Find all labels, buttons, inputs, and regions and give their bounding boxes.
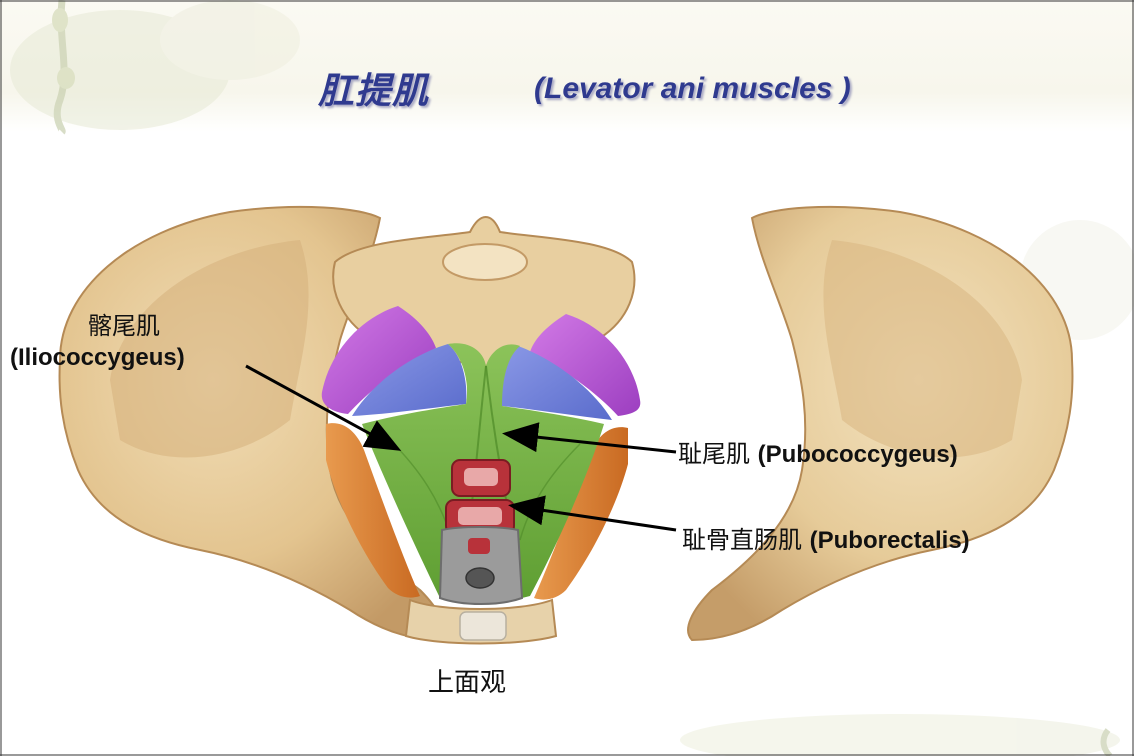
title-english: (Levator ani muscles )	[534, 72, 851, 105]
puborectalis-label-en: (Puborectalis)	[809, 527, 970, 554]
rectum-upper-lumen	[464, 468, 498, 486]
stem-decor	[1100, 728, 1113, 756]
iliococcygeus-arrow	[245, 364, 402, 451]
pubococcygeus-label: 耻尾肌 (Pubococcygeus)	[678, 434, 958, 469]
pubococcygeus-label-en: (Pubococcygeus)	[757, 441, 958, 468]
iliococcygeus-label-cn: 髂尾肌	[88, 312, 160, 340]
anal-canal	[465, 567, 495, 589]
view-caption: 上面观	[428, 668, 507, 698]
bud-decor	[57, 67, 75, 89]
iliococcygeus-label-en: (Iliococcygeus)	[10, 344, 185, 371]
puborectalis-label: 耻骨直肠肌 (Puborectalis)	[682, 520, 970, 555]
left-iliac-fossa	[110, 240, 309, 458]
puborectalis-label-cn: 耻骨直肠肌	[682, 526, 810, 554]
puborectalis-arrow	[508, 495, 677, 532]
right-blue-muscle	[501, 346, 612, 420]
leaf-decor	[160, 0, 300, 80]
sacral-promontory	[442, 243, 528, 281]
pubococcygeus-arrow	[502, 422, 677, 454]
pelvis-illustration	[58, 205, 1074, 645]
left-purple-muscle	[321, 306, 436, 414]
leaf-decor	[680, 714, 1120, 756]
perineal-structure	[438, 526, 524, 605]
right-iliac-fossa	[823, 240, 1022, 458]
right-orange-muscle	[534, 427, 628, 600]
left-orange-muscle	[326, 423, 420, 598]
pubococcygeus-label-cn: 耻尾肌	[678, 440, 758, 468]
urethra-section	[468, 538, 490, 554]
rectum-lower-lumen	[458, 507, 502, 525]
pubic-symphysis	[459, 611, 507, 641]
slide-title: 肛提肌 (Levator ani muscles )	[0, 58, 1134, 118]
bud-decor	[52, 8, 68, 32]
right-purple-muscle	[530, 314, 641, 416]
left-blue-muscle	[352, 344, 467, 416]
muscle-fiber-line	[519, 443, 581, 541]
title-chinese: 肛提肌	[318, 71, 430, 112]
